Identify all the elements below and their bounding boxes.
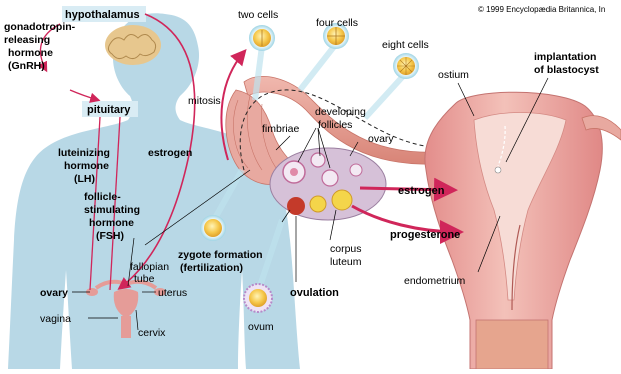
label-vagina: vagina	[40, 313, 71, 325]
label-implantation-line1: implantation	[534, 51, 596, 63]
label-mitosis: mitosis	[188, 95, 221, 107]
label-developing-line2: follicles	[318, 119, 352, 131]
label-corpus-line2: luteum	[330, 256, 362, 268]
label-gnrh-line1: gonadotropin-	[4, 21, 76, 33]
label-estrogen-left: estrogen	[148, 147, 192, 159]
label-gnrh-line3: hormone	[8, 47, 53, 59]
label-lh-line1: luteinizing	[58, 147, 110, 159]
label-ovary-small: ovary	[40, 287, 68, 299]
label-fsh-line4: (FSH)	[96, 230, 124, 242]
label-ovum: ovum	[248, 321, 274, 333]
copyright-text: © 1999 Encyclopædia Britannica, In	[478, 5, 605, 14]
label-fsh-line1: follicle-	[84, 191, 121, 203]
label-fallopian-line2: tube	[134, 273, 155, 285]
label-ovulation: ovulation	[290, 287, 339, 299]
label-estrogen-right: estrogen	[398, 185, 445, 197]
label-endometrium: endometrium	[404, 275, 466, 287]
label-gnrh-line4: (GnRH)	[8, 60, 45, 72]
label-gnrh-line2: releasing	[4, 34, 50, 46]
label-fsh-line2: stimulating	[84, 204, 140, 216]
label-uterus-small: uterus	[158, 287, 187, 299]
label-lh-line2: hormone	[64, 160, 109, 172]
label-ovary-big: ovary	[368, 133, 394, 145]
label-fsh-line3: hormone	[89, 217, 134, 229]
label-fallopian-line1: fallopian	[130, 261, 169, 273]
blastocyst-marker	[495, 167, 501, 173]
cervix-shape	[476, 320, 548, 369]
label-hypothalamus: hypothalamus	[65, 9, 140, 21]
label-pituitary: pituitary	[87, 104, 131, 116]
label-cervix: cervix	[138, 327, 166, 339]
label-four-cells: four cells	[316, 17, 358, 29]
label-two-cells: two cells	[238, 9, 278, 21]
label-lh-line3: (LH)	[74, 173, 95, 185]
zygote-image	[204, 219, 222, 237]
label-developing-line1: developing	[315, 106, 366, 118]
label-zygote-line1: zygote formation	[178, 249, 263, 261]
label-fimbriae: fimbriae	[262, 123, 300, 135]
label-ostium: ostium	[438, 69, 469, 81]
label-corpus-line1: corpus	[330, 243, 362, 255]
label-zygote-line2: (fertilization)	[180, 262, 243, 274]
label-progesterone: progesterone	[390, 229, 460, 241]
label-eight-cells: eight cells	[382, 39, 429, 51]
ovary-detail	[270, 148, 386, 220]
label-implantation-line2: of blastocyst	[534, 64, 599, 76]
